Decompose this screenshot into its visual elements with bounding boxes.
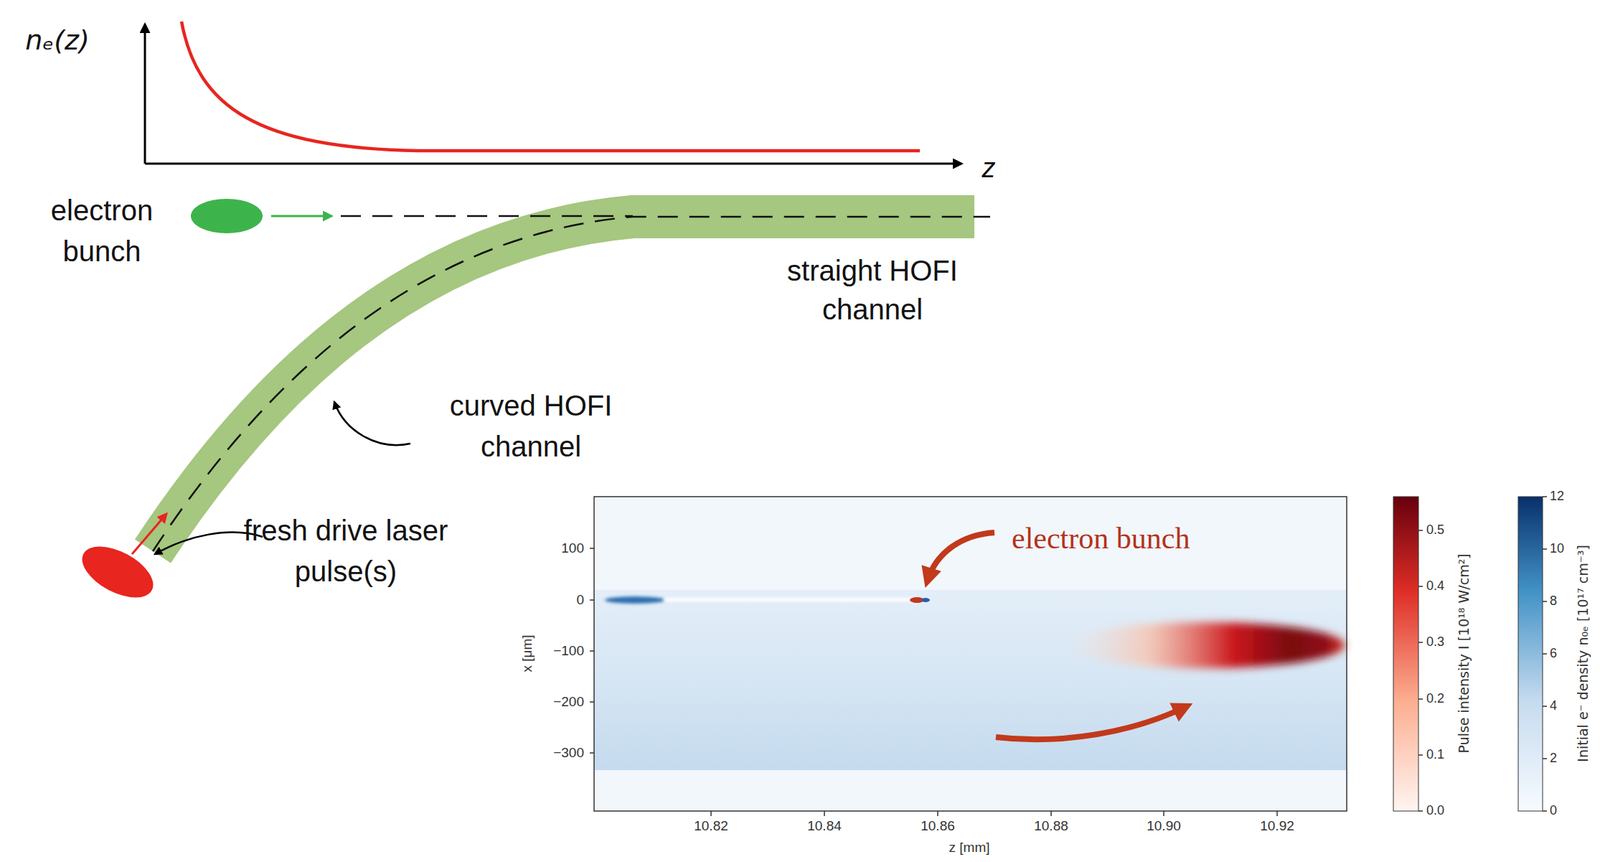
simulation-plot [589,496,1347,816]
y-axis [144,24,147,164]
colorbar-label: Pulse intensity I [10¹⁸ W/cm²] [1455,553,1473,753]
tick-label: 10.90 [1146,817,1181,835]
axis-label: nₑ(z) [25,24,90,58]
plasma-channel [594,589,1347,770]
tick-marks [1418,530,1423,811]
density-curve [181,21,920,151]
annotation-label: electron bunch [1011,520,1190,557]
tick-label: 10.82 [693,817,729,835]
axis-label: x [μm] [519,634,536,672]
part-label: curved HOFI channel [437,385,625,468]
tick-label: 0.1 [1426,746,1445,763]
intensity-colorbar [1393,496,1419,811]
tick-label: 2 [1549,750,1557,767]
annotation-arrow [927,532,995,580]
density-axes [144,21,962,164]
x-axis [144,162,962,166]
electron-path [340,215,633,218]
tick-label: 10.84 [807,817,842,835]
tick-label: 10 [1549,540,1565,557]
electron-bunch [190,198,263,234]
tick-label: 0.2 [1426,690,1445,707]
tick-label: 8 [1549,593,1557,610]
tick-marks [589,548,1278,816]
plot-frame [594,496,1347,811]
tick-label: 10.88 [1033,817,1069,835]
colorbar-label: Initial e⁻ density n₀ₑ [10¹⁷ cm⁻³] [1574,544,1591,762]
part-label: fresh drive laser pulse(s) [238,510,454,592]
part-label: electron bunch [22,190,181,272]
density-colorbar [1518,496,1543,811]
tick-label: 10.92 [1259,817,1295,835]
tick-label: 100 [561,540,585,557]
axis-label: z [mm] [949,839,991,856]
bunch-arrow [271,215,332,218]
leader-line [334,401,411,445]
laser-pulse [73,535,162,608]
bunch-dot [921,597,930,602]
laser-intensity [1065,622,1346,668]
tick-label: 0 [1549,802,1557,819]
tick-label: 0.3 [1426,634,1445,651]
plasma-wake [663,597,915,602]
tick-label: −300 [553,744,585,762]
tick-label: 0.0 [1426,802,1445,819]
tick-label: 0.4 [1426,578,1445,595]
density-spike [604,596,666,604]
tick-label: 10.86 [920,817,955,835]
tick-label: 4 [1549,698,1557,714]
tick-label: 12 [1549,488,1565,505]
tick-label: −100 [553,642,585,660]
laser-arrow [132,513,167,554]
plot-background [594,496,1347,811]
tick-label: 0 [576,591,585,609]
part-label: straight HOFI channel [764,251,981,329]
tick-label: 6 [1549,645,1557,662]
axis-label: z [982,152,996,186]
tick-marks [1542,496,1547,811]
annotation-arrow [995,706,1186,740]
tick-label: 0.5 [1426,522,1445,539]
tick-label: −200 [553,693,585,711]
